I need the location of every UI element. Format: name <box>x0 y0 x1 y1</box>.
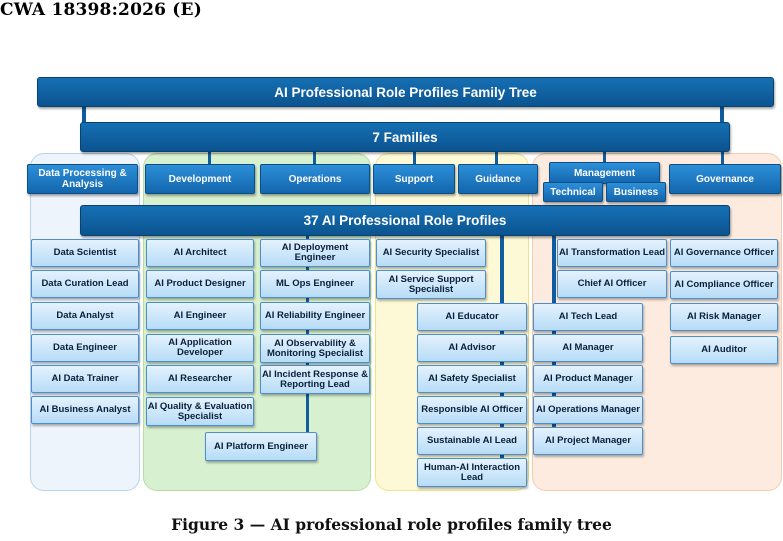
family-development: Development <box>145 164 255 194</box>
family-governance: Governance <box>669 164 781 194</box>
role-box: AI Manager <box>533 334 643 362</box>
family-support: Support <box>373 164 455 194</box>
role-box: AI Application Developer <box>146 334 254 362</box>
role-box: AI Product Designer <box>146 270 254 298</box>
connector-fam-guidance <box>495 150 498 164</box>
role-box: AI Researcher <box>146 365 254 393</box>
connector-fam-ops <box>313 150 316 164</box>
role-box: AI Quality & Evaluation Specialist <box>146 397 254 426</box>
role-box: Human-AI Interaction Lead <box>417 458 527 487</box>
role-box: AI Data Trainer <box>31 365 139 393</box>
family-data-processing: Data Processing & Analysis <box>27 164 138 194</box>
role-box: AI Risk Manager <box>670 303 778 331</box>
family-management: Management <box>549 162 660 184</box>
role-box: Data Analyst <box>31 302 139 330</box>
connector-fam-support <box>413 150 416 164</box>
role-box: AI Governance Officer <box>670 239 778 267</box>
family-guidance: Guidance <box>458 164 538 194</box>
role-box: AI Business Analyst <box>31 396 139 424</box>
role-box: Sustainable AI Lead <box>417 427 527 455</box>
connector-fam-gov <box>721 150 724 164</box>
role-box: Chief AI Officer <box>557 270 667 298</box>
role-box: AI Tech Lead <box>533 303 643 331</box>
role-box: AI Advisor <box>417 334 527 362</box>
role-box: AI Observability & Monitoring Specialist <box>260 334 370 363</box>
family-business: Business <box>606 182 666 202</box>
connector-fam-mgmt <box>603 150 606 162</box>
diagram-title-bar: AI Professional Role Profiles Family Tre… <box>37 77 774 107</box>
role-box: AI Compliance Officer <box>670 271 778 299</box>
role-box: AI Security Specialist <box>376 239 486 267</box>
role-box: ML Ops Engineer <box>260 270 370 298</box>
connector-top-right <box>720 104 724 124</box>
role-box: Data Curation Lead <box>31 270 139 298</box>
figure-caption: Figure 3 — AI professional role profiles… <box>171 515 612 534</box>
role-box: Responsible AI Officer <box>417 396 527 424</box>
family-operations: Operations <box>260 164 370 194</box>
families-bar: 7 Families <box>80 122 730 152</box>
document-header: CWA 18398:2026 (E) <box>0 0 202 20</box>
role-box: AI Safety Specialist <box>417 365 527 393</box>
role-box: AI Architect <box>146 239 254 267</box>
family-technical: Technical <box>543 182 603 202</box>
role-box: AI Deployment Engineer <box>260 239 370 267</box>
role-box: AI Service Support Specialist <box>376 270 486 299</box>
connector-top-left <box>82 104 86 124</box>
role-box: AI Transformation Lead <box>557 239 667 267</box>
role-box: AI Platform Engineer <box>205 432 317 461</box>
role-box: AI Product Manager <box>533 365 643 393</box>
role-box: AI Incident Response & Reporting Lead <box>260 365 370 394</box>
role-box: AI Project Manager <box>533 427 643 455</box>
role-box: AI Educator <box>417 303 527 331</box>
role-box: Data Engineer <box>31 334 139 362</box>
role-box: AI Engineer <box>146 302 254 330</box>
role-box: AI Reliability Engineer <box>260 302 370 330</box>
profiles-bar: 37 AI Professional Role Profiles <box>80 205 730 236</box>
role-box: Data Scientist <box>31 239 139 267</box>
role-box: AI Operations Manager <box>533 396 643 424</box>
role-box: AI Auditor <box>670 336 778 364</box>
connector-fam-dev <box>208 150 211 164</box>
